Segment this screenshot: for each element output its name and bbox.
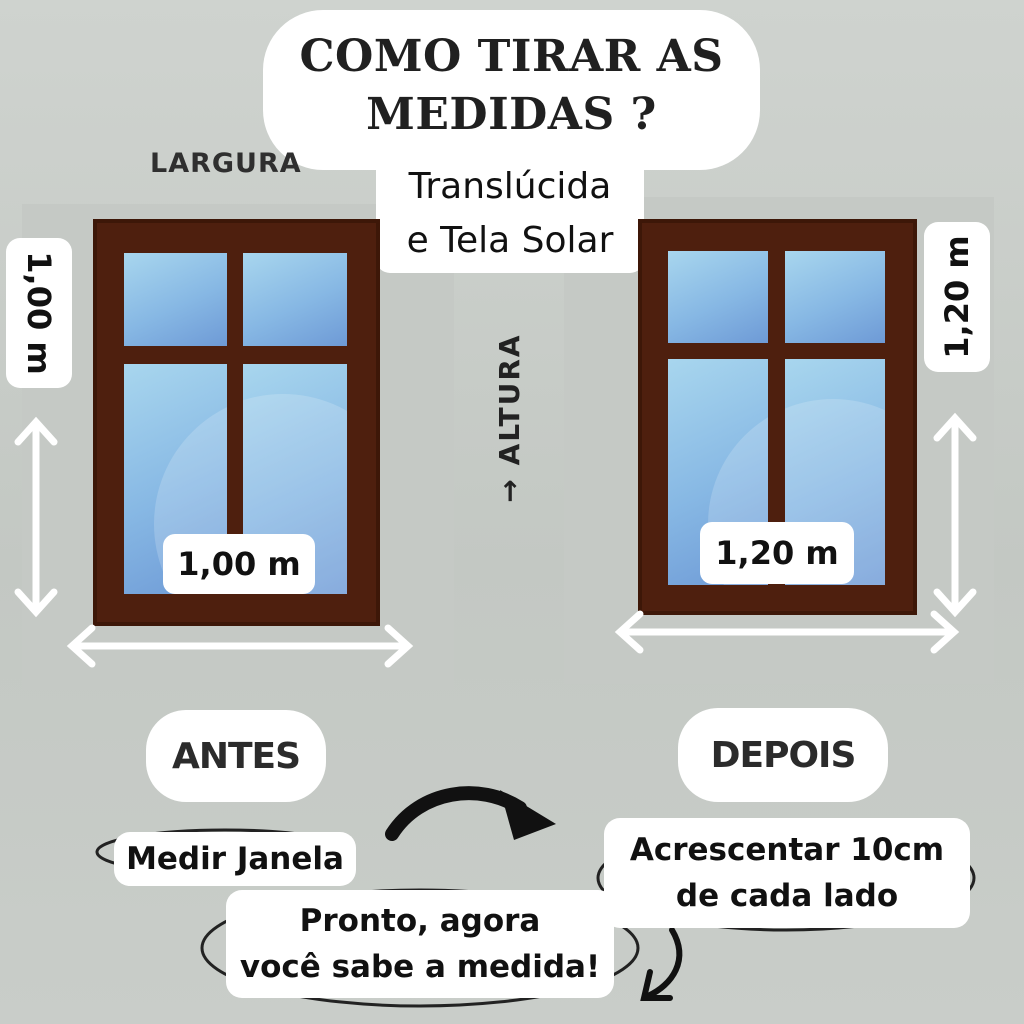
after-height-arrow: [933, 412, 977, 618]
subtitle-line-2: e Tela Solar: [406, 220, 614, 261]
step-add: Acrescentar 10cm de cada lado: [604, 818, 970, 928]
before-height-pill: [6, 238, 72, 388]
step-done: Pronto, agora você sabe a medida!: [226, 890, 614, 998]
step-done-line-1: Pronto, agora: [299, 903, 541, 939]
before-window-pane-top-right: [243, 253, 347, 346]
step-done-line-2: você sabe a medida!: [239, 949, 601, 985]
after-window-pane-top-right: [785, 251, 885, 343]
down-arrow-icon: [640, 927, 683, 1001]
after-height-pill: [924, 222, 990, 372]
after-window-frame: [638, 219, 917, 615]
step-add-line-2: de cada lado: [675, 878, 899, 914]
step-add-line-1: Acrescentar 10cm: [629, 832, 945, 868]
subtitle: Translúcida e Tela Solar: [376, 155, 644, 273]
before-window-pane-top-left: [124, 253, 227, 346]
after-window-pane-top-left: [668, 251, 768, 343]
before-width-arrow: [66, 624, 414, 668]
antes-label: ANTES: [146, 710, 326, 802]
title-line-2: MEDIDAS ?: [366, 89, 657, 140]
depois-label: DEPOIS: [678, 708, 888, 802]
before-height-arrow: [14, 416, 58, 618]
curved-arrow-icon: [385, 786, 556, 841]
subtitle-line-1: Translúcida: [408, 166, 612, 207]
before-width-label: 1,00 m: [163, 534, 315, 594]
after-width-arrow: [614, 610, 960, 654]
step-measure: Medir Janela: [114, 832, 356, 886]
largura-label: LARGURA: [150, 148, 302, 179]
after-width-label: 1,20 m: [700, 522, 854, 584]
page-title: COMO TIRAR AS MEDIDAS ?: [263, 10, 760, 170]
title-line-1: COMO TIRAR AS: [299, 31, 724, 82]
step-measure-text: Medir Janela: [126, 841, 344, 877]
